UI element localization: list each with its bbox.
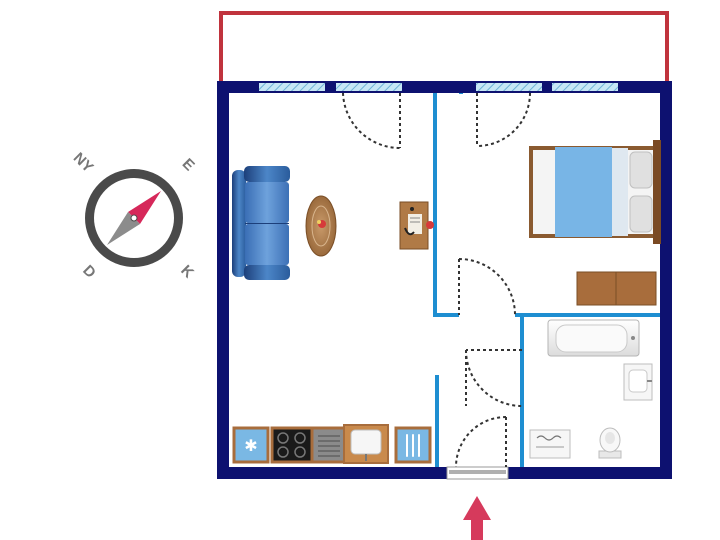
- fridge: [232, 426, 270, 464]
- cooktop: [270, 426, 314, 464]
- windows: [259, 83, 618, 91]
- desk: [399, 201, 434, 250]
- balcony-railing: [219, 11, 669, 83]
- compass-label-east: E: [179, 155, 198, 174]
- wardrobe: [576, 271, 657, 306]
- washbasin: [623, 363, 653, 401]
- compass-icon: NY E D K: [70, 149, 198, 281]
- kitchen-counter: ✱: [232, 424, 432, 464]
- compass-label-south-west: D: [79, 262, 99, 282]
- compass-label-south-east: K: [177, 262, 197, 282]
- bed: [529, 140, 661, 244]
- doors[interactable]: [342, 92, 531, 468]
- bathtub: [547, 319, 640, 357]
- sofa: [232, 166, 290, 280]
- toilet: [598, 427, 622, 459]
- washing-machine: [529, 429, 571, 459]
- compass-label-north: NY: [70, 149, 97, 176]
- outer-walls: [217, 81, 672, 479]
- svg-text:✱: ✱: [244, 436, 257, 455]
- drainboard: [310, 426, 348, 464]
- entrance-arrow-icon: [463, 496, 491, 540]
- coffee-table: [305, 195, 337, 257]
